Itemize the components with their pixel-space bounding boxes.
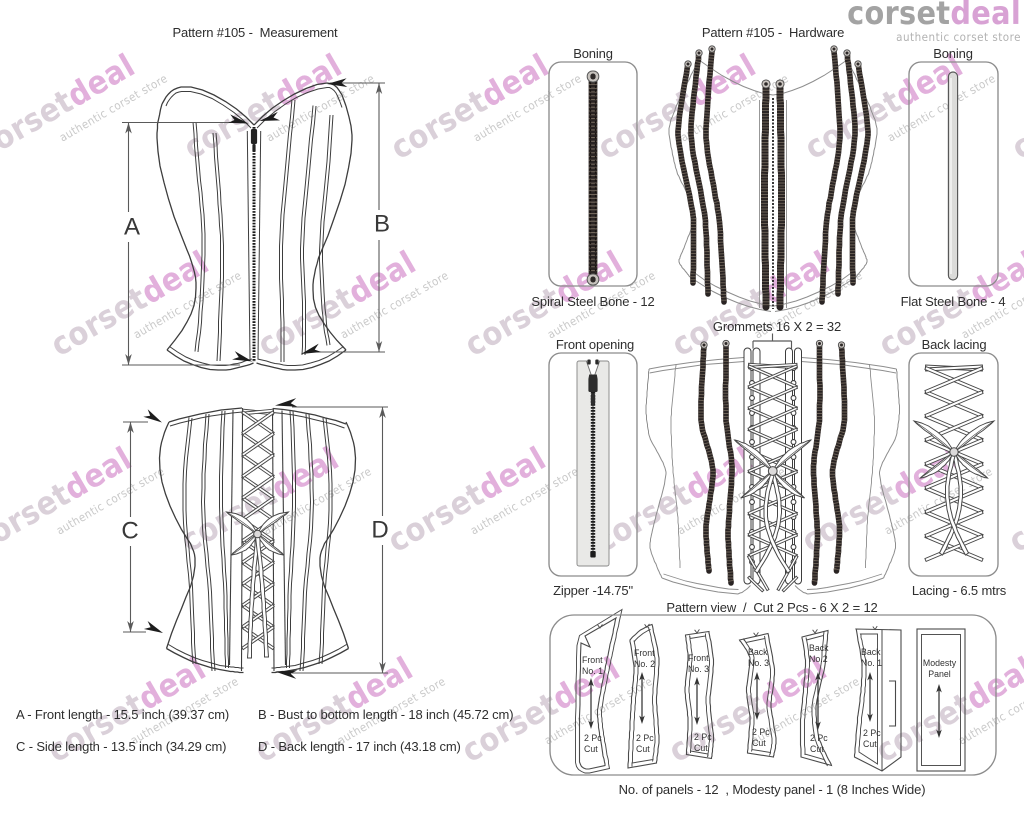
pattern-view-caption: Pattern view / Cut 2 Pcs - 6 X 2 = 12 — [666, 600, 878, 615]
panel-cut: Cut — [752, 738, 766, 748]
lacing-sample — [912, 364, 996, 563]
panel-cut: 2 Pc — [810, 733, 828, 743]
panel-name: No. 3 — [748, 658, 769, 668]
lacing — [924, 364, 984, 563]
note-d: D - Back length - 17 inch (43.18 cm) — [258, 739, 461, 754]
panel-cut: Cut — [863, 739, 877, 749]
zipper-caption: Zipper -14.75" — [553, 583, 633, 598]
panel-name: No. 3 — [688, 664, 709, 674]
zipper-slider — [588, 374, 598, 392]
bow — [912, 420, 996, 556]
panel-name: Modesty — [923, 658, 957, 668]
panel-cut: 2 Pc — [636, 733, 654, 743]
panel-arrow — [815, 672, 821, 730]
logo: corsetdeal authentic corset store — [847, 0, 1021, 44]
spiral-steel-bone — [586, 70, 600, 286]
spiral-boning-caption: Spiral Steel Bone - 12 — [531, 294, 655, 309]
bow — [733, 439, 813, 574]
measurement-back-corset — [158, 407, 357, 674]
front-opening-label: Front opening — [555, 337, 635, 352]
measurement-title: Pattern #105 - Measurement — [172, 25, 338, 40]
panel-cut: 2 Pc — [694, 732, 712, 742]
panel-name: Back — [809, 643, 829, 653]
spiral-boning-label: Boning — [573, 46, 613, 61]
panel-arrow — [754, 672, 760, 720]
flat-steel-bone — [947, 71, 959, 281]
panel-arrow — [867, 672, 873, 722]
flat-boning-label: Boning — [933, 46, 973, 61]
panel-arrow — [588, 678, 594, 729]
panels — [575, 608, 966, 774]
panel-cut: 2 Pc — [752, 727, 770, 737]
logo-tagline: authentic corset store — [896, 29, 1021, 44]
panel-name: No. 1 — [861, 658, 882, 668]
lacing — [241, 408, 275, 651]
grommets-caption: Grommets 16 X 2 = 32 — [712, 319, 842, 334]
panel-name: Back — [861, 647, 881, 657]
boning-spiral-box — [548, 61, 638, 287]
hardware-back-corset — [645, 333, 900, 595]
panel-cut: 2 Pc — [863, 728, 881, 738]
panel-front-1 — [575, 608, 623, 774]
dim-label-c: C — [121, 518, 138, 545]
panel-name: Panel — [928, 669, 951, 679]
panel-front-3 — [684, 629, 715, 760]
panel-arrow — [936, 684, 942, 738]
bow — [225, 511, 290, 659]
panel-cut: Cut — [584, 744, 598, 754]
dim-label-b: B — [374, 211, 390, 238]
dimension-lines — [122, 78, 388, 679]
zipper-slider-front — [250, 129, 258, 144]
panel-arrow — [639, 672, 645, 724]
lacing-caption: Lacing - 6.5 mtrs — [911, 583, 1007, 598]
panel-name: Back — [748, 647, 768, 657]
panel-cut: Cut — [636, 744, 650, 754]
panel-cut: Cut — [694, 743, 708, 753]
dim-label-a: A — [124, 214, 140, 241]
panel-name: No. 2 — [634, 659, 655, 669]
panel-name: No.2 — [809, 654, 828, 664]
panel-front-2 — [627, 623, 660, 769]
pattern-view-box — [549, 614, 997, 776]
panel-name: Front — [688, 653, 709, 663]
dim-label-d: D — [371, 517, 388, 544]
hardware-front-corset — [668, 45, 878, 312]
panel-cut: 2 Pc — [584, 733, 602, 743]
note-c: C - Side length - 13.5 inch (34.29 cm) — [16, 739, 227, 754]
panel-cut: Cut — [810, 744, 824, 754]
logo-brand-gray: corset — [847, 0, 951, 32]
note-b: B - Bust to bottom length - 18 inch (45.… — [258, 707, 514, 722]
panel-back-3 — [738, 632, 777, 758]
back-lacing-box — [908, 352, 999, 577]
flat-boning-caption: Flat Steel Bone - 4 — [900, 294, 1006, 309]
boning-flat-box — [908, 61, 999, 287]
panel-name: Front — [634, 648, 655, 658]
hardware-title: Pattern #105 - Hardware — [701, 25, 845, 40]
measurement-front-corset — [156, 82, 353, 371]
panel-back-1 — [853, 625, 902, 772]
panel-modesty — [916, 628, 966, 772]
logo-brand-pink: deal — [950, 0, 1021, 32]
back-lacing-label: Back lacing — [921, 337, 987, 352]
panel-arrow — [694, 677, 700, 725]
zipper-sample — [576, 359, 610, 567]
note-a: A - Front length - 15.5 inch (39.37 cm) — [16, 707, 230, 722]
front-opening-box — [548, 352, 638, 577]
panels-note: No. of panels - 12 , Modesty panel - 1 (… — [618, 782, 926, 797]
panel-name: No. 1 — [582, 666, 603, 676]
panel-name: Front — [582, 655, 603, 665]
